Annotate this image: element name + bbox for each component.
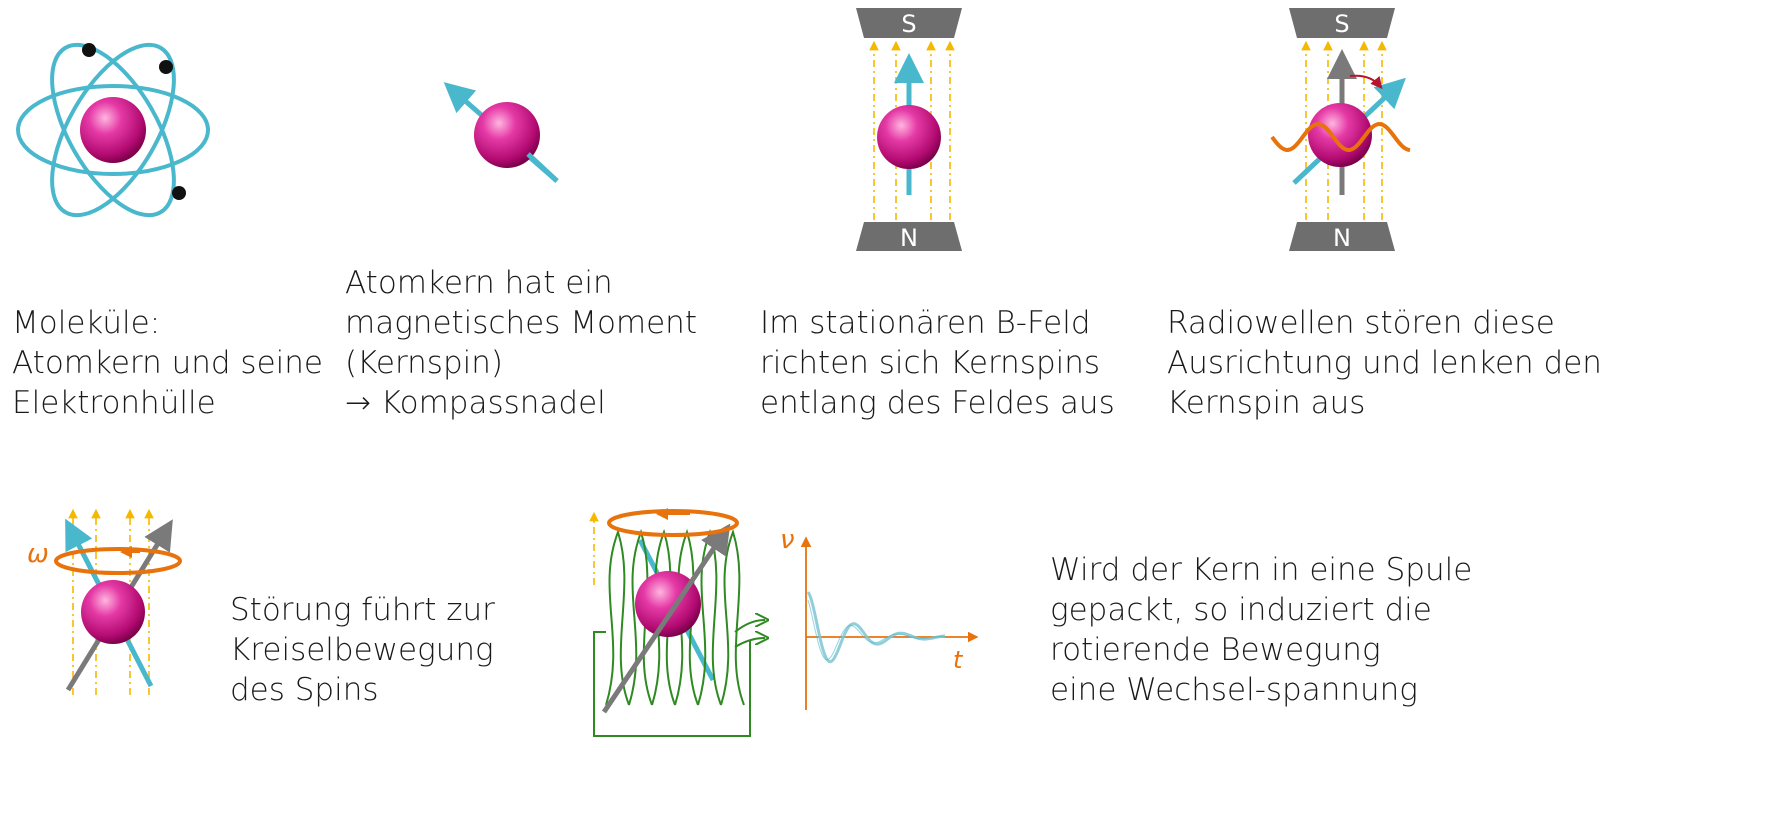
- coil-winding: [674, 528, 699, 706]
- magnet-south-label: S: [1334, 10, 1349, 38]
- coil-winding: [651, 528, 676, 706]
- decay-signal-curve-shadow: [807, 600, 945, 661]
- electron-dot: [172, 186, 186, 200]
- electron-dot: [159, 60, 173, 74]
- caption-coil-induction: Wird der Kern in eine Spule gepackt, so …: [1050, 552, 1473, 708]
- spin-icon: [443, 82, 559, 183]
- coil-winding: [720, 528, 745, 706]
- radio-wave: [1270, 121, 1411, 153]
- magnet-north-label: N: [1333, 224, 1351, 252]
- nu-axis-symbol: ν: [780, 525, 795, 555]
- caption-molecules: Moleküle: Atomkern und seine Elektronhül…: [12, 305, 323, 421]
- magnet-field-icon: S N: [856, 8, 962, 252]
- coil-signal-icon: ν t: [589, 508, 979, 737]
- t-axis-symbol: t: [953, 646, 964, 674]
- atom-icon: [16, 42, 210, 218]
- caption-static-field: Im stationären B-Feld richten sich Kerns…: [760, 305, 1115, 421]
- precession-icon: ω: [27, 508, 182, 695]
- magnet-north-label: N: [900, 224, 918, 252]
- caption-magnetic-moment: Atomkern hat ein magnetisches Moment (Ke…: [345, 265, 697, 421]
- omega-symbol: ω: [27, 539, 49, 569]
- radio-wave-icon: S N: [1270, 8, 1411, 252]
- magnet-south-label: S: [901, 10, 916, 38]
- decay-signal-curve: [806, 591, 946, 664]
- electron-dot: [82, 43, 96, 57]
- caption-radio-waves: Radiowellen stören diese Ausrichtung und…: [1167, 305, 1602, 421]
- coil-winding: [605, 528, 630, 706]
- caption-precession: Störung führt zur Kreiselbewegung des Sp…: [230, 592, 495, 708]
